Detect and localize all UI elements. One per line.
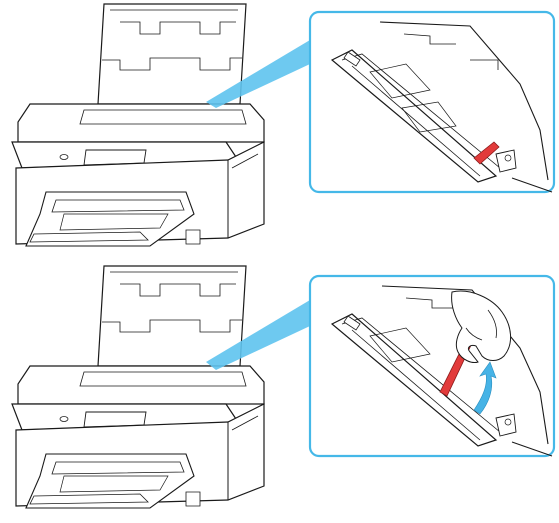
callout-beam: [206, 40, 310, 108]
rear-tray-detail: [330, 285, 553, 457]
rear-tray-detail: [330, 21, 553, 193]
step-1: [11, 3, 556, 247]
hand-icon: [451, 290, 511, 363]
printer-icon: [11, 265, 265, 509]
detail-callout: [308, 10, 556, 194]
detail-callout: [308, 274, 556, 458]
step-2: [11, 265, 556, 509]
curved-up-arrow-icon: [473, 361, 497, 415]
printer-icon: [11, 3, 265, 247]
paper-guide-red: [473, 141, 500, 165]
callout-beam: [206, 300, 310, 370]
